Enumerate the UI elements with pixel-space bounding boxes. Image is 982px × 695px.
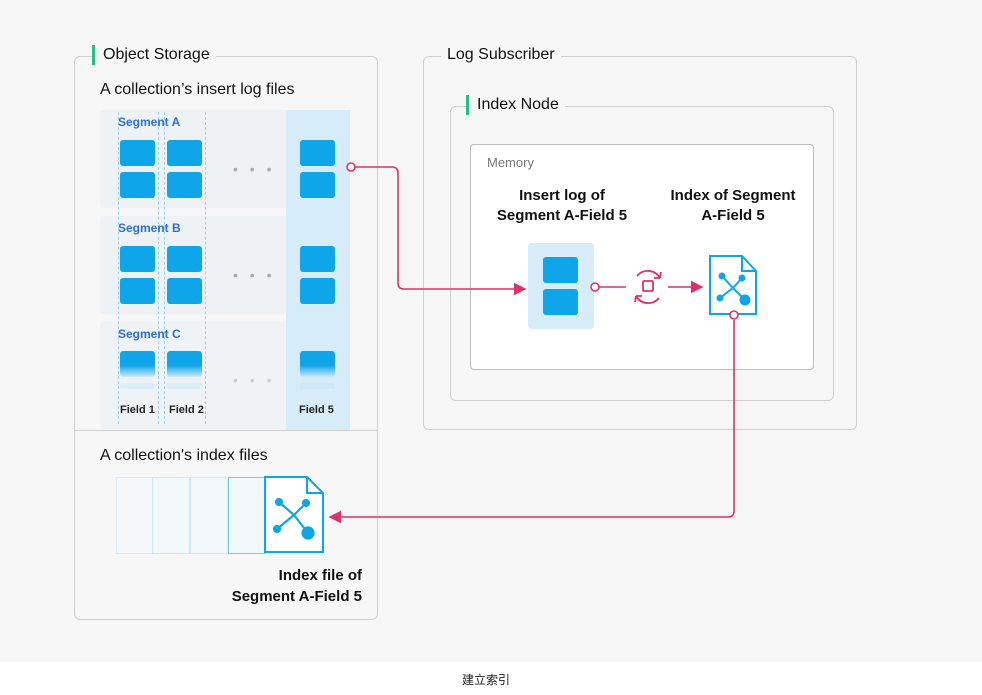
field-1-guide-left [118,112,119,424]
seg-c-field1-block [120,351,155,377]
index-segment-title-line-2: A-Field 5 [701,207,765,224]
insert-log-heading: A collection’s insert log files [100,81,295,98]
diagram-canvas: Object Storage A collection’s insert log… [74,45,857,620]
connector-layer [264,162,757,553]
seg-c-fade-strip-5 [300,383,335,389]
index-files-heading: A collection's index files [100,447,268,464]
index-node-panel [450,106,834,401]
seg-a-field5-block-1 [300,140,335,166]
seg-a-field5-block-2 [300,172,335,198]
seg-c-fade-strip-1 [120,383,155,389]
seg-a-field1-block-1 [120,140,155,166]
figure-caption: 建立索引 [462,673,511,687]
memory-insert-log-block-1 [543,257,578,283]
seg-a-ellipsis: • • • [233,161,276,177]
seg-b-field5-block-2 [300,278,335,304]
field-1-guide-right [158,112,159,424]
object-storage-panel [74,56,378,620]
memory-label: Memory [487,155,534,170]
memory-box [470,144,814,370]
seg-c-ellipsis: • • • [233,372,276,388]
seg-a-field2-block-2 [167,172,202,198]
seg-b-field1-block-1 [120,246,155,272]
index-file-label-line-1: Index file of [278,567,362,584]
segment-a-label: Segment A [118,115,181,129]
log-subscriber-panel [423,56,857,430]
index-file-icon [264,476,324,553]
index-file-ghost-3 [190,477,228,554]
seg-a-field1-block-2 [120,172,155,198]
index-document-icon [709,255,757,315]
arrow-to-index-file [328,320,735,524]
seg-b-field2-block-2 [167,278,202,304]
arrow-start-dot-2 [590,282,600,292]
insert-log-title-line-2: Segment A-Field 5 [496,207,628,224]
index-file-ghost-1 [116,477,154,554]
seg-b-field5-block-1 [300,246,335,272]
segment-b-label: Segment B [118,221,181,235]
log-subscriber-title: Log Subscriber [441,45,561,65]
object-storage-title: Object Storage [92,45,216,65]
seg-c-field5-block [300,351,335,377]
seg-b-field1-block-2 [120,278,155,304]
index-file-ghost-4 [228,477,266,554]
memory-insert-log-block-2 [543,289,578,315]
seg-c-fade-strip-2 [167,383,202,389]
seg-b-ellipsis: • • • [233,267,276,283]
insert-log-title-line-1: Insert log of [519,187,605,204]
arrow-start-dot-1 [346,162,356,172]
object-storage-divider [74,430,378,431]
arrow-start-dot-3 [729,310,739,320]
field-2-guide-right [205,112,206,424]
seg-a-field2-block-1 [167,140,202,166]
index-file-ghost-2 [152,477,190,554]
arrow-to-insert-log [355,166,527,296]
index-node-title: Index Node [466,95,565,115]
index-segment-title-line-1: Index of Segment [670,187,796,204]
index-file-label-line-2: Segment A-Field 5 [231,588,362,605]
build-index-icon [634,269,662,305]
field-2-label: Field 2 [169,404,204,416]
segment-c-label: Segment C [118,327,181,341]
field-5-label: Field 5 [299,404,334,416]
field-1-label: Field 1 [120,404,155,416]
seg-b-field2-block-1 [167,246,202,272]
seg-c-field2-block [167,351,202,377]
field-2-guide-left [164,112,165,424]
